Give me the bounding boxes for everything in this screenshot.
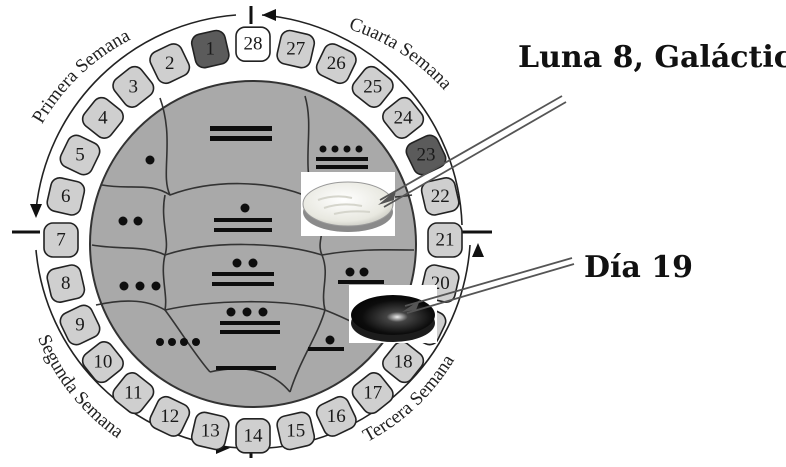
day-cell-24: 24 [382,96,425,139]
day-number: 8 [61,273,71,294]
day-number: 21 [436,230,455,251]
day-number: 1 [206,39,216,60]
day-number: 22 [431,186,450,207]
day-cell-7: 7 [43,222,79,258]
day-cell-5: 5 [59,134,101,176]
day-cell-13: 13 [190,411,230,451]
day-ring: 1234567891011121314151617181920212223242… [43,26,463,454]
day-cell-6: 6 [46,177,86,216]
callout-arrowheads [378,190,420,312]
day-cell-4: 4 [81,96,124,139]
day-cell-27: 27 [276,29,316,69]
day-number: 23 [417,145,436,166]
day-number: 13 [201,420,220,441]
day-cell-2: 2 [149,43,191,85]
day-cell-28: 28 [235,26,271,63]
day-cell-9: 9 [59,304,101,346]
day-callout-label: Día 19 [584,250,694,285]
day-cell-12: 12 [149,395,191,437]
day-cell-10: 10 [81,341,124,384]
day-cell-15: 15 [276,411,316,451]
day-number: 3 [129,76,139,97]
day-number: 11 [124,383,142,404]
moon-callout-label: Luna 8, Galáctica [518,40,786,75]
day-cell-11: 11 [112,372,155,415]
day-cell-1: 1 [190,29,230,69]
day-cell-16: 16 [315,395,357,437]
day-cell-8: 8 [46,264,86,303]
day-number: 15 [286,420,305,441]
direction-arrows [30,9,484,454]
day-number: 17 [363,383,382,404]
day-number: 10 [93,352,112,373]
day-cell-25: 25 [351,65,394,108]
day-cell-23: 23 [405,134,447,176]
day-cell-14: 14 [235,417,271,454]
day-number: 4 [98,107,108,128]
day-number: 25 [363,76,382,97]
day-cell-22: 22 [420,177,460,216]
day-number: 5 [75,145,85,166]
day-number: 16 [327,406,346,427]
day-number: 9 [75,315,85,336]
black-moon-disc [349,285,437,343]
day-number: 6 [61,186,71,207]
day-number: 18 [394,352,413,373]
day-cell-18: 18 [382,341,425,384]
day-cell-21: 21 [427,222,463,258]
day-number: 27 [286,39,305,60]
day-number: 12 [160,406,179,427]
day-number: 24 [394,107,414,128]
white-moon-disc [301,172,395,236]
maya-numerals [118,126,384,370]
day-cell-17: 17 [351,372,394,415]
day-number: 28 [244,34,263,55]
day-cell-26: 26 [315,43,357,85]
inner-disc [89,80,417,408]
day-number: 26 [327,53,346,74]
day-number: 2 [165,53,175,74]
day-number: 14 [244,425,264,446]
day-number: 7 [56,230,66,251]
callout-leader-lines [379,95,575,314]
day-cell-3: 3 [112,65,155,108]
